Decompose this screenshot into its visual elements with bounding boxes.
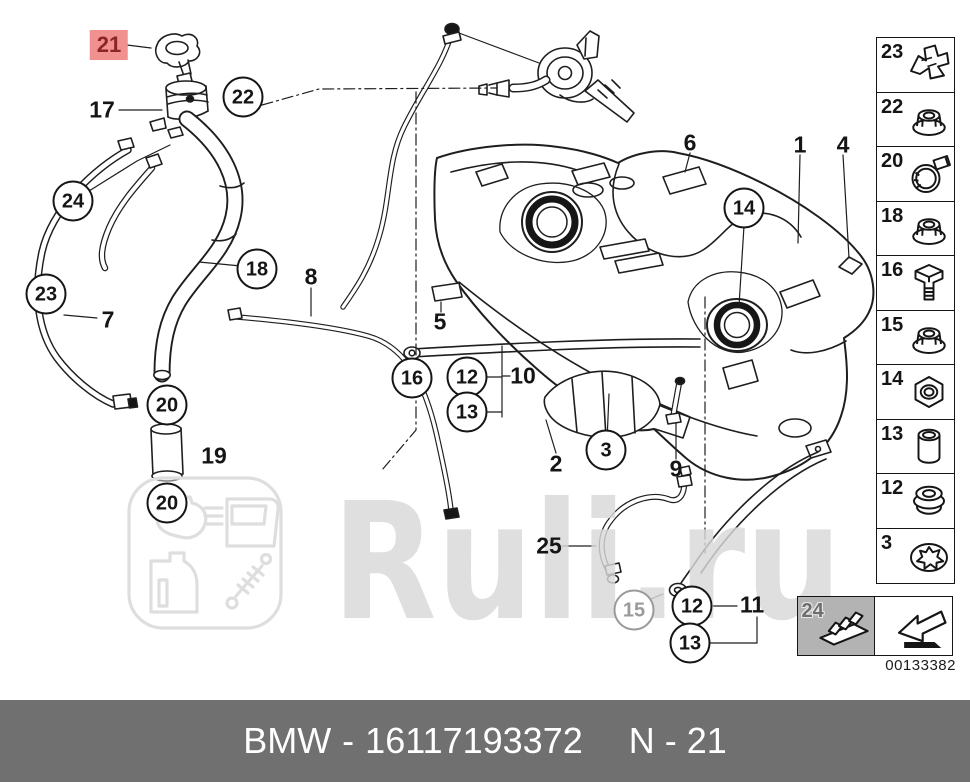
sidebar-cell-number: 16 (881, 259, 904, 281)
sidebar-cell-number: 20 (881, 150, 904, 172)
sidebar-cell-22: 22 (876, 91, 955, 148)
callout-2: 2 (549, 450, 563, 477)
callout-12: 12 (671, 585, 713, 627)
sidebar-cell-number: 13 (881, 422, 904, 445)
sidebar-cell-arrow (874, 596, 953, 656)
callout-18: 18 (236, 248, 278, 290)
callout-15: 15 (613, 589, 655, 631)
callout-10: 10 (510, 362, 536, 389)
parts-sidebar: 23 22 20 18 16 15 14 13 12 3 (876, 37, 955, 584)
callout-14: 14 (723, 187, 765, 229)
callout-13: 13 (446, 391, 488, 433)
sidebar-cell-number: 12 (881, 477, 904, 499)
sidebar-cell-24: 24 (796, 596, 876, 656)
sidebar-cell-number: 23 (881, 41, 904, 63)
holder-icon (816, 599, 872, 653)
sidebar-cell-number: 3 (881, 531, 893, 554)
callout-1: 1 (793, 131, 807, 158)
callout-3: 3 (585, 429, 627, 471)
star-washer-icon (905, 531, 953, 581)
sidebar-cell-12: 12 (876, 473, 955, 529)
callout-8: 8 (304, 263, 318, 290)
bolt-icon (905, 258, 953, 308)
callout-9: 9 (669, 455, 683, 482)
callout-5: 5 (433, 308, 447, 335)
callout-11: 11 (739, 591, 765, 618)
callout-23: 23 (25, 273, 67, 315)
sidebar-cell-15: 15 (876, 309, 955, 366)
callout-12: 12 (446, 356, 488, 398)
callout-7: 7 (101, 306, 115, 333)
sidebar-cell-number: 15 (881, 313, 904, 336)
footer-separator: - (342, 720, 355, 761)
sidebar-cell-18: 18 (876, 200, 955, 257)
nut-icon (905, 367, 953, 417)
callout-6: 6 (683, 129, 697, 156)
hose-clamp-icon (905, 149, 953, 199)
sidebar-cell-number: 14 (881, 368, 904, 390)
callout-19: 19 (201, 442, 227, 469)
footer-bar: BMW - 16117193372 N - 21 (0, 700, 970, 782)
sidebar-cell-3: 3 (876, 527, 955, 584)
callout-16: 16 (391, 357, 433, 399)
flange-nut-icon (905, 95, 953, 145)
sidebar-cell-13: 13 (876, 418, 955, 475)
flange-nut-icon (905, 313, 953, 363)
image-code: 00133382 (885, 657, 956, 674)
callout-24: 24 (52, 180, 94, 222)
sleeve-icon (905, 422, 953, 472)
footer-brand: BMW (243, 720, 332, 761)
sidebar-cell-number: 24 (801, 600, 824, 622)
sidebar-cell-number: 22 (881, 95, 904, 118)
sidebar-cell-16: 16 (876, 255, 955, 311)
sidebar-cell-23: 23 (876, 37, 955, 93)
sidebar-cell-14: 14 (876, 364, 955, 420)
callout-20: 20 (146, 384, 188, 426)
arrow-icon (893, 599, 949, 653)
sidebar-bottom-row: 24 (796, 596, 953, 656)
footer-page-ref: N - 21 (628, 720, 727, 761)
callout-13: 13 (669, 622, 711, 664)
grommet-icon (905, 476, 953, 526)
clip-icon (905, 40, 953, 90)
callout-20: 20 (146, 482, 188, 524)
watermark-text: Ruli.ru (332, 469, 842, 657)
callout-21: 21 (89, 30, 129, 60)
sidebar-cell-number: 18 (881, 204, 904, 227)
callout-22: 22 (222, 76, 264, 118)
callout-4: 4 (836, 131, 850, 158)
callout-25: 25 (536, 532, 562, 559)
callout-17: 17 (89, 96, 115, 123)
sidebar-cell-20: 20 (876, 146, 955, 202)
footer-part-number: 16117193372 (365, 720, 583, 761)
flange-nut-icon (905, 204, 953, 254)
